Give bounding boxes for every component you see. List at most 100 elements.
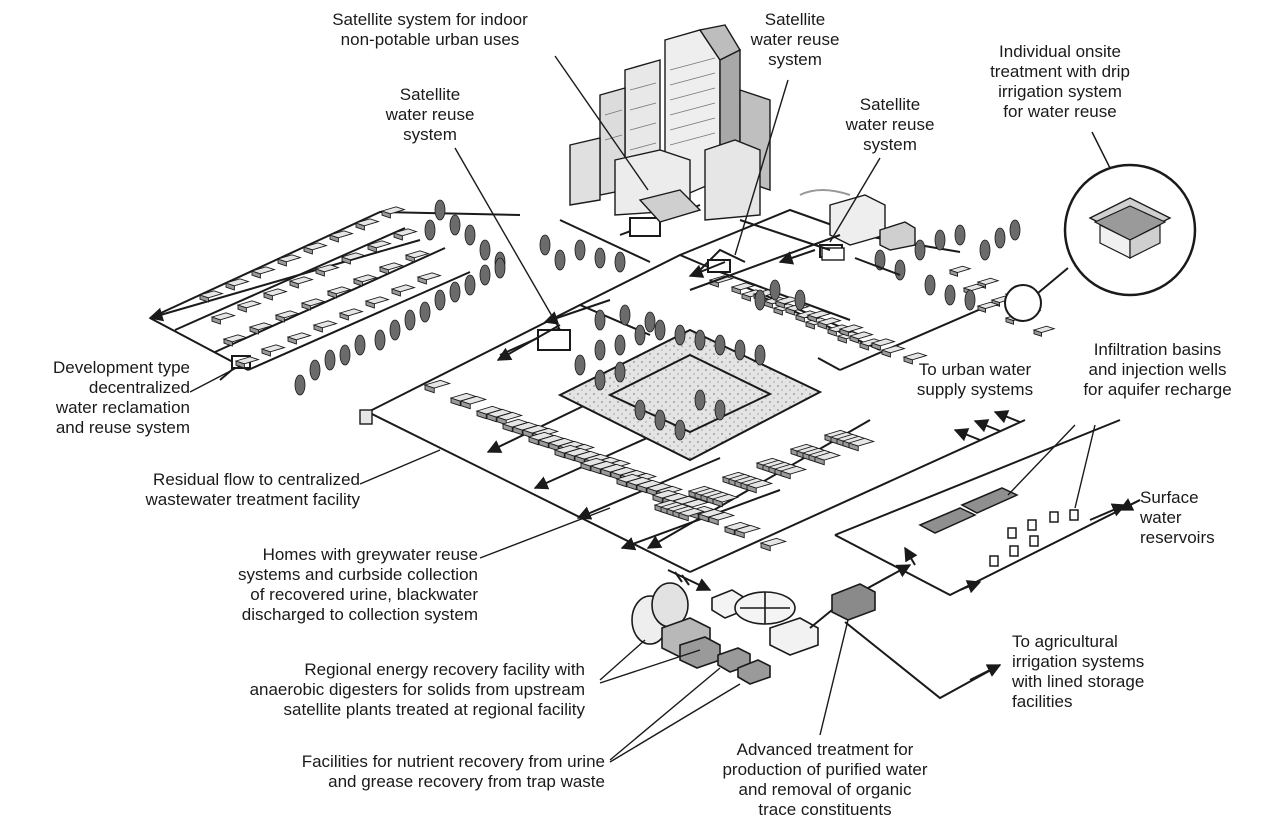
- label-agricultural: To agricultural irrigation systems with …: [1012, 632, 1192, 712]
- onsite-treatment-inset: [1005, 132, 1195, 321]
- label-line: with lined storage: [1012, 672, 1192, 692]
- label-line: water reuse: [740, 30, 850, 50]
- label-line: Satellite: [375, 85, 485, 105]
- label-line: and reuse system: [5, 418, 190, 438]
- infiltration-basins: [920, 488, 1078, 566]
- regional-treatment-plant: [632, 570, 875, 684]
- tree-icon: [675, 325, 685, 345]
- tree-icon: [595, 310, 605, 330]
- tree-icon: [540, 235, 550, 255]
- label-line: system: [835, 135, 945, 155]
- tree-icon: [375, 330, 385, 350]
- tree-icon: [715, 400, 725, 420]
- house-icon: [238, 301, 260, 312]
- label-satellite-left: Satellite water reuse system: [375, 85, 485, 145]
- tree-icon: [390, 320, 400, 340]
- tree-icon: [1010, 220, 1020, 240]
- label-line: Regional energy recovery facility with: [180, 660, 585, 680]
- tree-icon: [965, 290, 975, 310]
- label-line: Satellite: [740, 10, 850, 30]
- house-icon: [1034, 326, 1054, 336]
- tree-icon: [435, 290, 445, 310]
- label-line: irrigation systems: [1012, 652, 1192, 672]
- tree-icon: [595, 370, 605, 390]
- label-line: treatment with drip: [960, 62, 1160, 82]
- label-line: production of purified water: [680, 760, 970, 780]
- label-line: Infiltration basins: [1055, 340, 1260, 360]
- label-line: non-potable urban uses: [310, 30, 550, 50]
- label-satellite-indoor: Satellite system for indoor non-potable …: [310, 10, 550, 50]
- label-line: anaerobic digesters for solids from upst…: [180, 680, 585, 700]
- house-icon: [314, 321, 336, 332]
- tree-icon: [655, 410, 665, 430]
- house-icon: [262, 345, 284, 356]
- label-line: water reclamation: [5, 398, 190, 418]
- industrial-buildings: [800, 190, 915, 260]
- label-line: decentralized: [5, 378, 190, 398]
- house-icon: [392, 285, 414, 296]
- label-line: for water reuse: [960, 102, 1160, 122]
- label-line: Residual flow to centralized: [70, 470, 360, 490]
- label-line: and removal of organic: [680, 780, 970, 800]
- label-line: system: [375, 125, 485, 145]
- label-line: Advanced treatment for: [680, 740, 970, 760]
- tree-icon: [645, 312, 655, 332]
- label-line: To agricultural: [1012, 632, 1192, 652]
- tree-icon: [425, 220, 435, 240]
- house-icon: [882, 346, 904, 357]
- tree-icon: [955, 225, 965, 245]
- label-line: Satellite system for indoor: [310, 10, 550, 30]
- tree-icon: [935, 230, 945, 250]
- tree-icon: [615, 362, 625, 382]
- house-icon: [288, 333, 310, 344]
- tree-icon: [795, 290, 805, 310]
- tree-icon: [495, 258, 505, 278]
- label-line: Satellite: [835, 95, 945, 115]
- tree-icon: [295, 375, 305, 395]
- label-line: systems and curbside collection: [190, 565, 478, 585]
- tree-icon: [420, 302, 430, 322]
- label-line: satellite plants treated at regional fac…: [180, 700, 585, 720]
- tree-icon: [695, 330, 705, 350]
- label-line: system: [740, 50, 850, 70]
- tree-icon: [450, 215, 460, 235]
- label-residual-flow: Residual flow to centralized wastewater …: [70, 470, 360, 510]
- tree-icon: [450, 282, 460, 302]
- tree-icon: [635, 325, 645, 345]
- label-satellite-right: Satellite water reuse system: [835, 95, 945, 155]
- label-nutrient-recovery: Facilities for nutrient recovery from ur…: [205, 752, 605, 792]
- tree-icon: [435, 200, 445, 220]
- tree-icon: [595, 340, 605, 360]
- label-line: of recovered urine, blackwater: [190, 585, 478, 605]
- tree-icon: [695, 390, 705, 410]
- tree-icon: [465, 225, 475, 245]
- label-line: supply systems: [900, 380, 1050, 400]
- tree-icon: [555, 250, 565, 270]
- label-advanced-treatment: Advanced treatment for production of pur…: [680, 740, 970, 820]
- tree-icon: [310, 360, 320, 380]
- tree-icon: [480, 240, 490, 260]
- label-line: water reuse: [375, 105, 485, 125]
- tree-icon: [615, 335, 625, 355]
- tree-icon: [655, 320, 665, 340]
- tree-icon: [620, 305, 630, 325]
- tree-icon: [715, 335, 725, 355]
- tree-icon: [575, 355, 585, 375]
- label-line: To urban water: [900, 360, 1050, 380]
- label-line: discharged to collection system: [190, 605, 478, 625]
- label-urban-supply: To urban water supply systems: [900, 360, 1050, 400]
- house-icon: [212, 313, 234, 324]
- tree-icon: [925, 275, 935, 295]
- label-line: Individual onsite: [960, 42, 1160, 62]
- tree-icon: [635, 400, 645, 420]
- tree-icon: [575, 240, 585, 260]
- house-icon: [366, 297, 388, 308]
- label-surface-water: Surface water reservoirs: [1140, 488, 1250, 548]
- tree-icon: [915, 240, 925, 260]
- label-line: Surface: [1140, 488, 1250, 508]
- label-line: Facilities for nutrient recovery from ur…: [205, 752, 605, 772]
- tree-icon: [945, 285, 955, 305]
- label-homes-greywater: Homes with greywater reuse systems and c…: [190, 545, 478, 625]
- tree-icon: [615, 252, 625, 272]
- tree-icon: [595, 248, 605, 268]
